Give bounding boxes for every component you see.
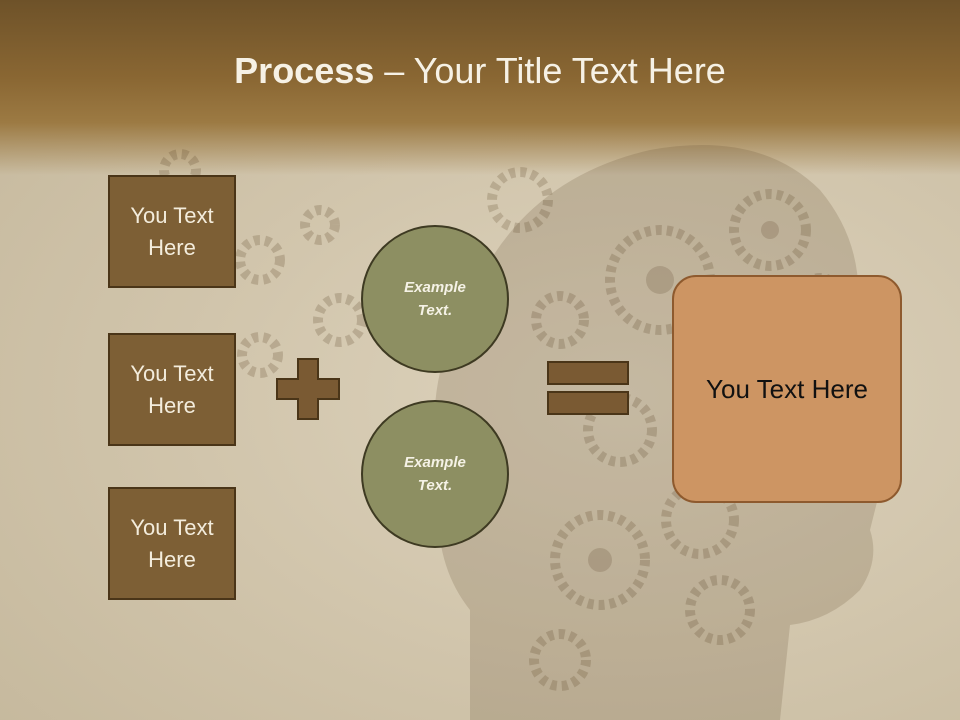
equals-icon bbox=[547, 361, 629, 415]
circle-2-label: Example Text. bbox=[404, 454, 466, 494]
slide-title: Process – Your Title Text Here bbox=[0, 50, 960, 92]
input-box-1: You Text Here bbox=[108, 175, 236, 288]
example-circle-1: Example Text. bbox=[361, 225, 509, 373]
result-box: You Text Here bbox=[672, 275, 902, 503]
title-bold: Process bbox=[234, 50, 375, 91]
input-box-3: You Text Here bbox=[108, 487, 236, 600]
title-band bbox=[0, 0, 960, 175]
title-rest: – Your Title Text Here bbox=[374, 50, 726, 91]
input-box-2: You Text Here bbox=[108, 333, 236, 446]
circle-1-label: Example Text. bbox=[404, 279, 466, 319]
example-circle-2: Example Text. bbox=[361, 400, 509, 548]
plus-icon bbox=[276, 358, 340, 420]
